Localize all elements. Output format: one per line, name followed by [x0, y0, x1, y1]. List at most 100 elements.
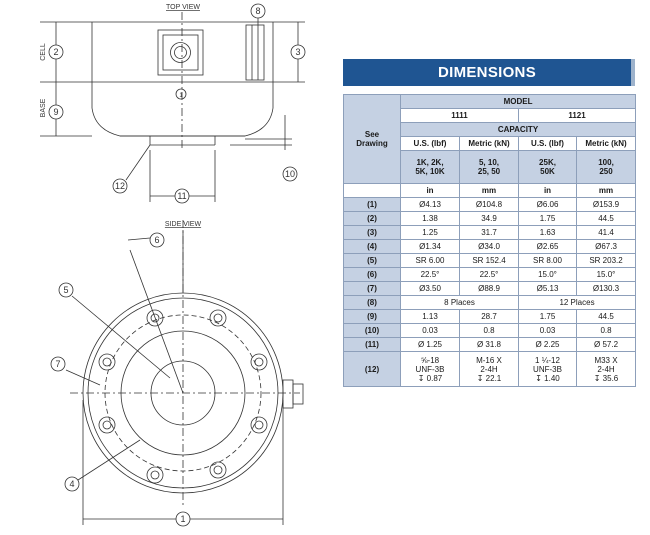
unit-header: U.S. (lbf) [400, 136, 460, 151]
row-ref: (2) [343, 211, 401, 226]
callout-2: 2 [53, 47, 58, 57]
dimensions-title: DIMENSIONS [343, 59, 635, 86]
callout-12: 12 [115, 181, 125, 191]
callout-4: 4 [69, 479, 74, 489]
capacity-cell: 5, 10,25, 50 [459, 150, 519, 184]
callout-1-top: 1 [179, 93, 183, 99]
capacity-cell: 25K,50K [518, 150, 577, 184]
capacity-cell: 1K, 2K,5K, 10K [400, 150, 460, 184]
value-cell: 1.13 [400, 309, 460, 324]
callout-10: 10 [285, 169, 295, 179]
unit-cell: in [400, 183, 460, 198]
model-1111: 1111 [400, 108, 519, 123]
value-cell: 0.03 [400, 323, 460, 338]
value-cell: Ø 57.2 [575, 337, 637, 352]
capacity-cell: 100,250 [575, 150, 637, 184]
value-cell: 15.0° [518, 267, 577, 282]
row-ref: (6) [343, 267, 401, 282]
value-cell: Ø4.13 [400, 197, 460, 212]
top-view [40, 12, 305, 202]
value-cell: 28.7 [459, 309, 519, 324]
row-ref: (7) [343, 281, 401, 296]
technical-drawing: TOP VIEW SIDE VIEW CELL BASE 2 9 3 8 10 … [40, 3, 306, 527]
row-ref: (1) [343, 197, 401, 212]
value-cell: 44.5 [575, 309, 637, 324]
unit-cell: mm [459, 183, 519, 198]
row-ref: (10) [343, 323, 401, 338]
value-cell: Ø2.65 [518, 239, 577, 254]
value-cell: 15.0° [575, 267, 637, 282]
value-cell: 1.75 [518, 211, 577, 226]
callout-7: 7 [55, 359, 60, 369]
value-cell: Ø5.13 [518, 281, 577, 296]
row-ref: (11) [343, 337, 401, 352]
value-cell: Ø 2.25 [518, 337, 577, 352]
value-cell: 0.8 [575, 323, 637, 338]
model-header: MODEL [399, 94, 637, 109]
row-ref: (9) [343, 309, 401, 324]
row-ref: (5) [343, 253, 401, 268]
value-cell: 41.4 [575, 225, 637, 240]
value-cell: Ø 1.25 [400, 337, 460, 352]
unit-cell: mm [575, 183, 637, 198]
value-cell: Ø153.9 [575, 197, 637, 212]
row-ref: (12) [343, 351, 401, 387]
value-cell: Ø34.0 [459, 239, 519, 254]
value-cell: 1.25 [400, 225, 460, 240]
value-cell: 0.8 [459, 323, 519, 338]
unit-header: Metric (kN) [459, 136, 519, 151]
cell-label: CELL [40, 43, 47, 61]
value-cell: SR 8.00 [518, 253, 577, 268]
see-drawing-header: See Drawing [343, 94, 401, 184]
value-cell: Ø130.3 [575, 281, 637, 296]
row-ref: (3) [343, 225, 401, 240]
dimensions-panel: DIMENSIONS See Drawing MODEL 1111 1121 C… [343, 59, 637, 387]
value-cell: Ø 31.8 [459, 337, 519, 352]
value-cell: Ø6.06 [518, 197, 577, 212]
value-cell: Ø1.34 [400, 239, 460, 254]
value-cell: Ø3.50 [400, 281, 460, 296]
row-ref: (8) [343, 295, 401, 310]
side-view-title: SIDE VIEW [165, 221, 202, 228]
callout-11: 11 [177, 191, 186, 201]
dimensions-table: See Drawing MODEL 1111 1121 CAPACITY U.S… [343, 94, 637, 387]
value-cell: SR 6.00 [400, 253, 460, 268]
value-cell: 22.5° [400, 267, 460, 282]
callout-3: 3 [295, 47, 300, 57]
value-cell: Ø88.9 [459, 281, 519, 296]
merged-cell: 8 Places [400, 295, 519, 310]
value-cell: SR 152.4 [459, 253, 519, 268]
capacity-header: CAPACITY [399, 122, 637, 137]
callout-9: 9 [53, 107, 58, 117]
model-1121: 1121 [517, 108, 637, 123]
value-cell: 1.75 [518, 309, 577, 324]
value-cell: 34.9 [459, 211, 519, 226]
unit-header: Metric (kN) [575, 136, 637, 151]
table-row: (6)22.5°22.5°15.0°15.0° [343, 267, 637, 282]
value-cell: 0.03 [518, 323, 577, 338]
unit-cell: in [518, 183, 577, 198]
merged-cell: 12 Places [517, 295, 637, 310]
value-cell: SR 203.2 [575, 253, 637, 268]
base-label: BASE [40, 98, 47, 117]
value-cell: Ø104.8 [459, 197, 519, 212]
top-view-title: TOP VIEW [166, 4, 200, 11]
callout-8: 8 [255, 6, 260, 16]
callout-1: 1 [180, 514, 185, 524]
value-cell: 1.63 [518, 225, 577, 240]
callout-6: 6 [154, 235, 159, 245]
